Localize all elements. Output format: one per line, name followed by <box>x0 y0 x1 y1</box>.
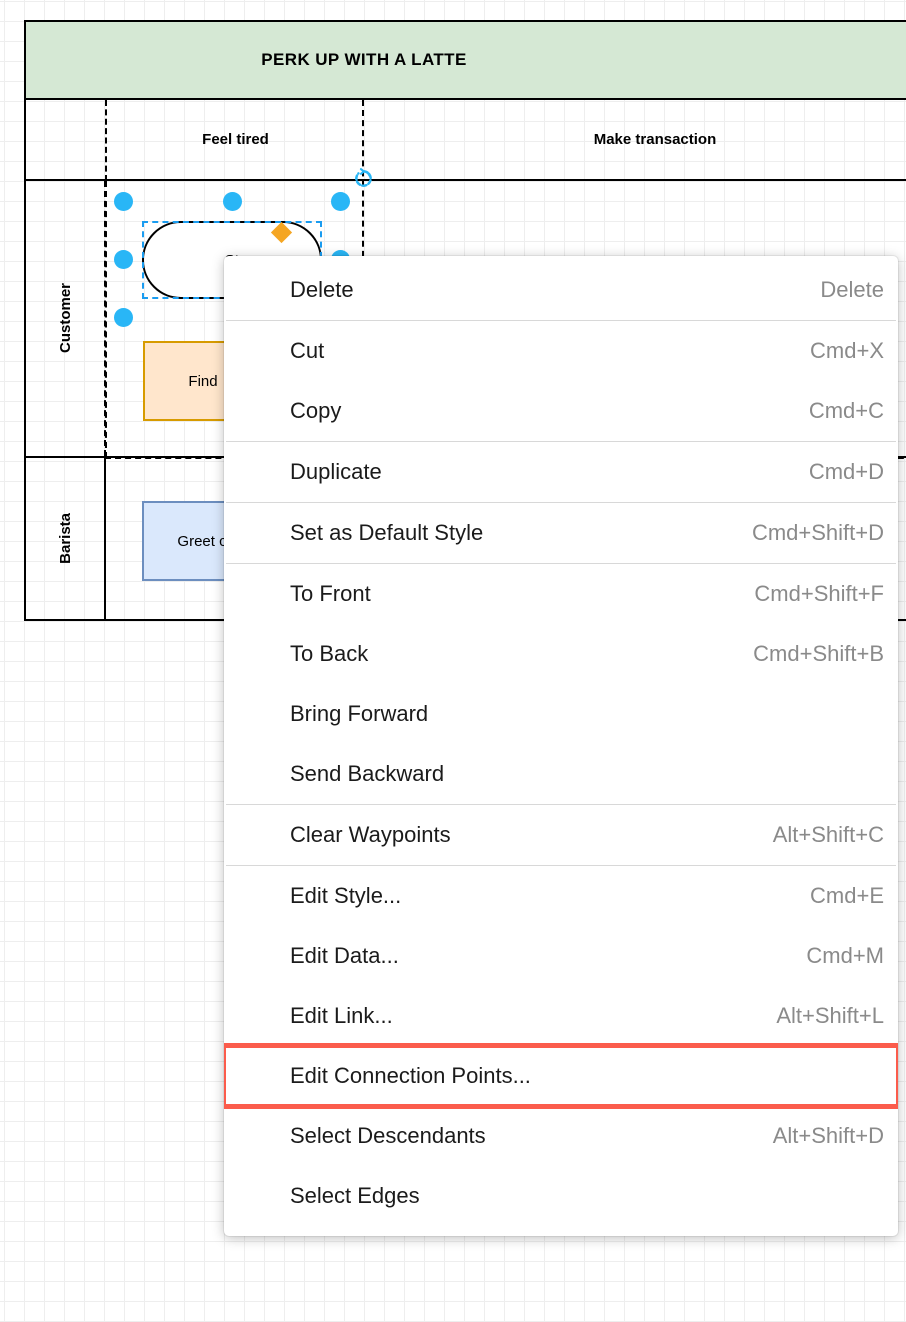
phase-1-text: Make transaction <box>593 131 717 148</box>
menu-item-label: Edit Data... <box>290 943 399 968</box>
menu-item-select-descendants[interactable]: Select Descendants Alt+Shift+D <box>224 1106 898 1166</box>
menu-separator <box>226 563 896 564</box>
lane-customer-left-dashed-edge <box>105 181 107 458</box>
menu-item-label: To Back <box>290 641 369 666</box>
menu-item-label: Send Backward <box>290 761 445 786</box>
menu-item-label: Cut <box>290 338 325 363</box>
menu-item-label: Bring Forward <box>290 701 429 726</box>
menu-item-label: Duplicate <box>290 459 382 484</box>
menu-item-label: Select Descendants <box>290 1123 486 1148</box>
menu-item-shortcut: Alt+Shift+L <box>776 1003 884 1028</box>
menu-item-shortcut: Cmd+E <box>810 883 884 908</box>
shape-greet-label: Greet c <box>177 532 227 550</box>
pool-title: PERK UP WITH A LATTE <box>24 20 906 100</box>
menu-item-send-backward[interactable]: Send Backward <box>224 744 898 804</box>
menu-item-shortcut: Delete <box>820 277 884 302</box>
shape-find-label: Find <box>188 372 218 390</box>
menu-item-cut[interactable]: Cut Cmd+X <box>224 321 898 381</box>
menu-item-shortcut: Alt+Shift+C <box>772 822 884 847</box>
menu-item-duplicate[interactable]: Duplicate Cmd+D <box>224 442 898 502</box>
menu-item-shortcut: Alt+Shift+D <box>772 1123 884 1148</box>
menu-item-to-back[interactable]: To Back Cmd+Shift+B <box>224 624 898 684</box>
lane-barista-label: Barista <box>26 458 106 619</box>
menu-item-clear-waypoints[interactable]: Clear Waypoints Alt+Shift+C <box>224 805 898 865</box>
menu-item-set-as-default-style[interactable]: Set as Default Style Cmd+Shift+D <box>224 503 898 563</box>
menu-item-label: Delete <box>290 277 354 302</box>
lane-1-text: Barista <box>56 513 74 564</box>
menu-item-copy[interactable]: Copy Cmd+C <box>224 381 898 441</box>
menu-item-shortcut: Cmd+X <box>810 338 884 363</box>
phase-divider-top <box>105 100 107 181</box>
resize-handle-top-right[interactable] <box>331 192 350 211</box>
menu-item-bring-forward[interactable]: Bring Forward <box>224 684 898 744</box>
resize-handle-top-center[interactable] <box>223 192 242 211</box>
menu-item-label: Edit Connection Points... <box>290 1063 531 1088</box>
menu-item-label: Edit Style... <box>290 883 402 908</box>
phase-header-row: Feel tired Make transaction <box>24 100 906 181</box>
menu-item-edit-style[interactable]: Edit Style... Cmd+E <box>224 866 898 926</box>
menu-item-edit-data[interactable]: Edit Data... Cmd+M <box>224 926 898 986</box>
phase-label-feel-tired[interactable]: Feel tired <box>107 100 364 179</box>
resize-handle-middle-left[interactable] <box>114 250 133 269</box>
resize-handle-top-left[interactable] <box>114 192 133 211</box>
menu-separator <box>226 804 896 805</box>
menu-separator <box>226 320 896 321</box>
pool-title-text: PERK UP WITH A LATTE <box>261 50 467 69</box>
lane-0-text: Customer <box>56 283 74 354</box>
rotate-icon[interactable] <box>352 167 375 190</box>
menu-item-shortcut: Cmd+Shift+F <box>754 581 884 606</box>
phase-label-make-transaction[interactable]: Make transaction <box>364 100 906 179</box>
menu-item-shortcut: Cmd+D <box>808 459 884 484</box>
menu-separator <box>226 502 896 503</box>
menu-item-delete[interactable]: Delete Delete <box>224 260 898 320</box>
menu-separator <box>226 441 896 442</box>
menu-item-edit-link[interactable]: Edit Link... Alt+Shift+L <box>224 986 898 1046</box>
menu-item-edit-connection-points[interactable]: Edit Connection Points... <box>224 1043 898 1109</box>
menu-item-select-edges[interactable]: Select Edges <box>224 1166 898 1226</box>
menu-item-shortcut: Cmd+M <box>806 943 884 968</box>
phase-0-text: Feel tired <box>202 131 269 148</box>
resize-handle-bottom-left[interactable] <box>114 308 133 327</box>
menu-item-label: Clear Waypoints <box>290 822 451 847</box>
menu-item-label: Copy <box>290 398 342 423</box>
menu-item-shortcut: Cmd+C <box>808 398 884 423</box>
menu-item-label: Set as Default Style <box>290 520 484 545</box>
menu-item-label: Edit Link... <box>290 1003 393 1028</box>
menu-item-to-front[interactable]: To Front Cmd+Shift+F <box>224 564 898 624</box>
menu-separator <box>226 865 896 866</box>
swimlane-pool[interactable]: PERK UP WITH A LATTE Feel tired Make tra… <box>24 20 906 622</box>
menu-item-shortcut: Cmd+Shift+D <box>751 520 884 545</box>
menu-item-label: Select Edges <box>290 1183 420 1208</box>
lane-customer-label: Customer <box>26 181 106 456</box>
menu-item-shortcut: Cmd+Shift+B <box>753 641 884 666</box>
menu-item-label: To Front <box>290 581 371 606</box>
